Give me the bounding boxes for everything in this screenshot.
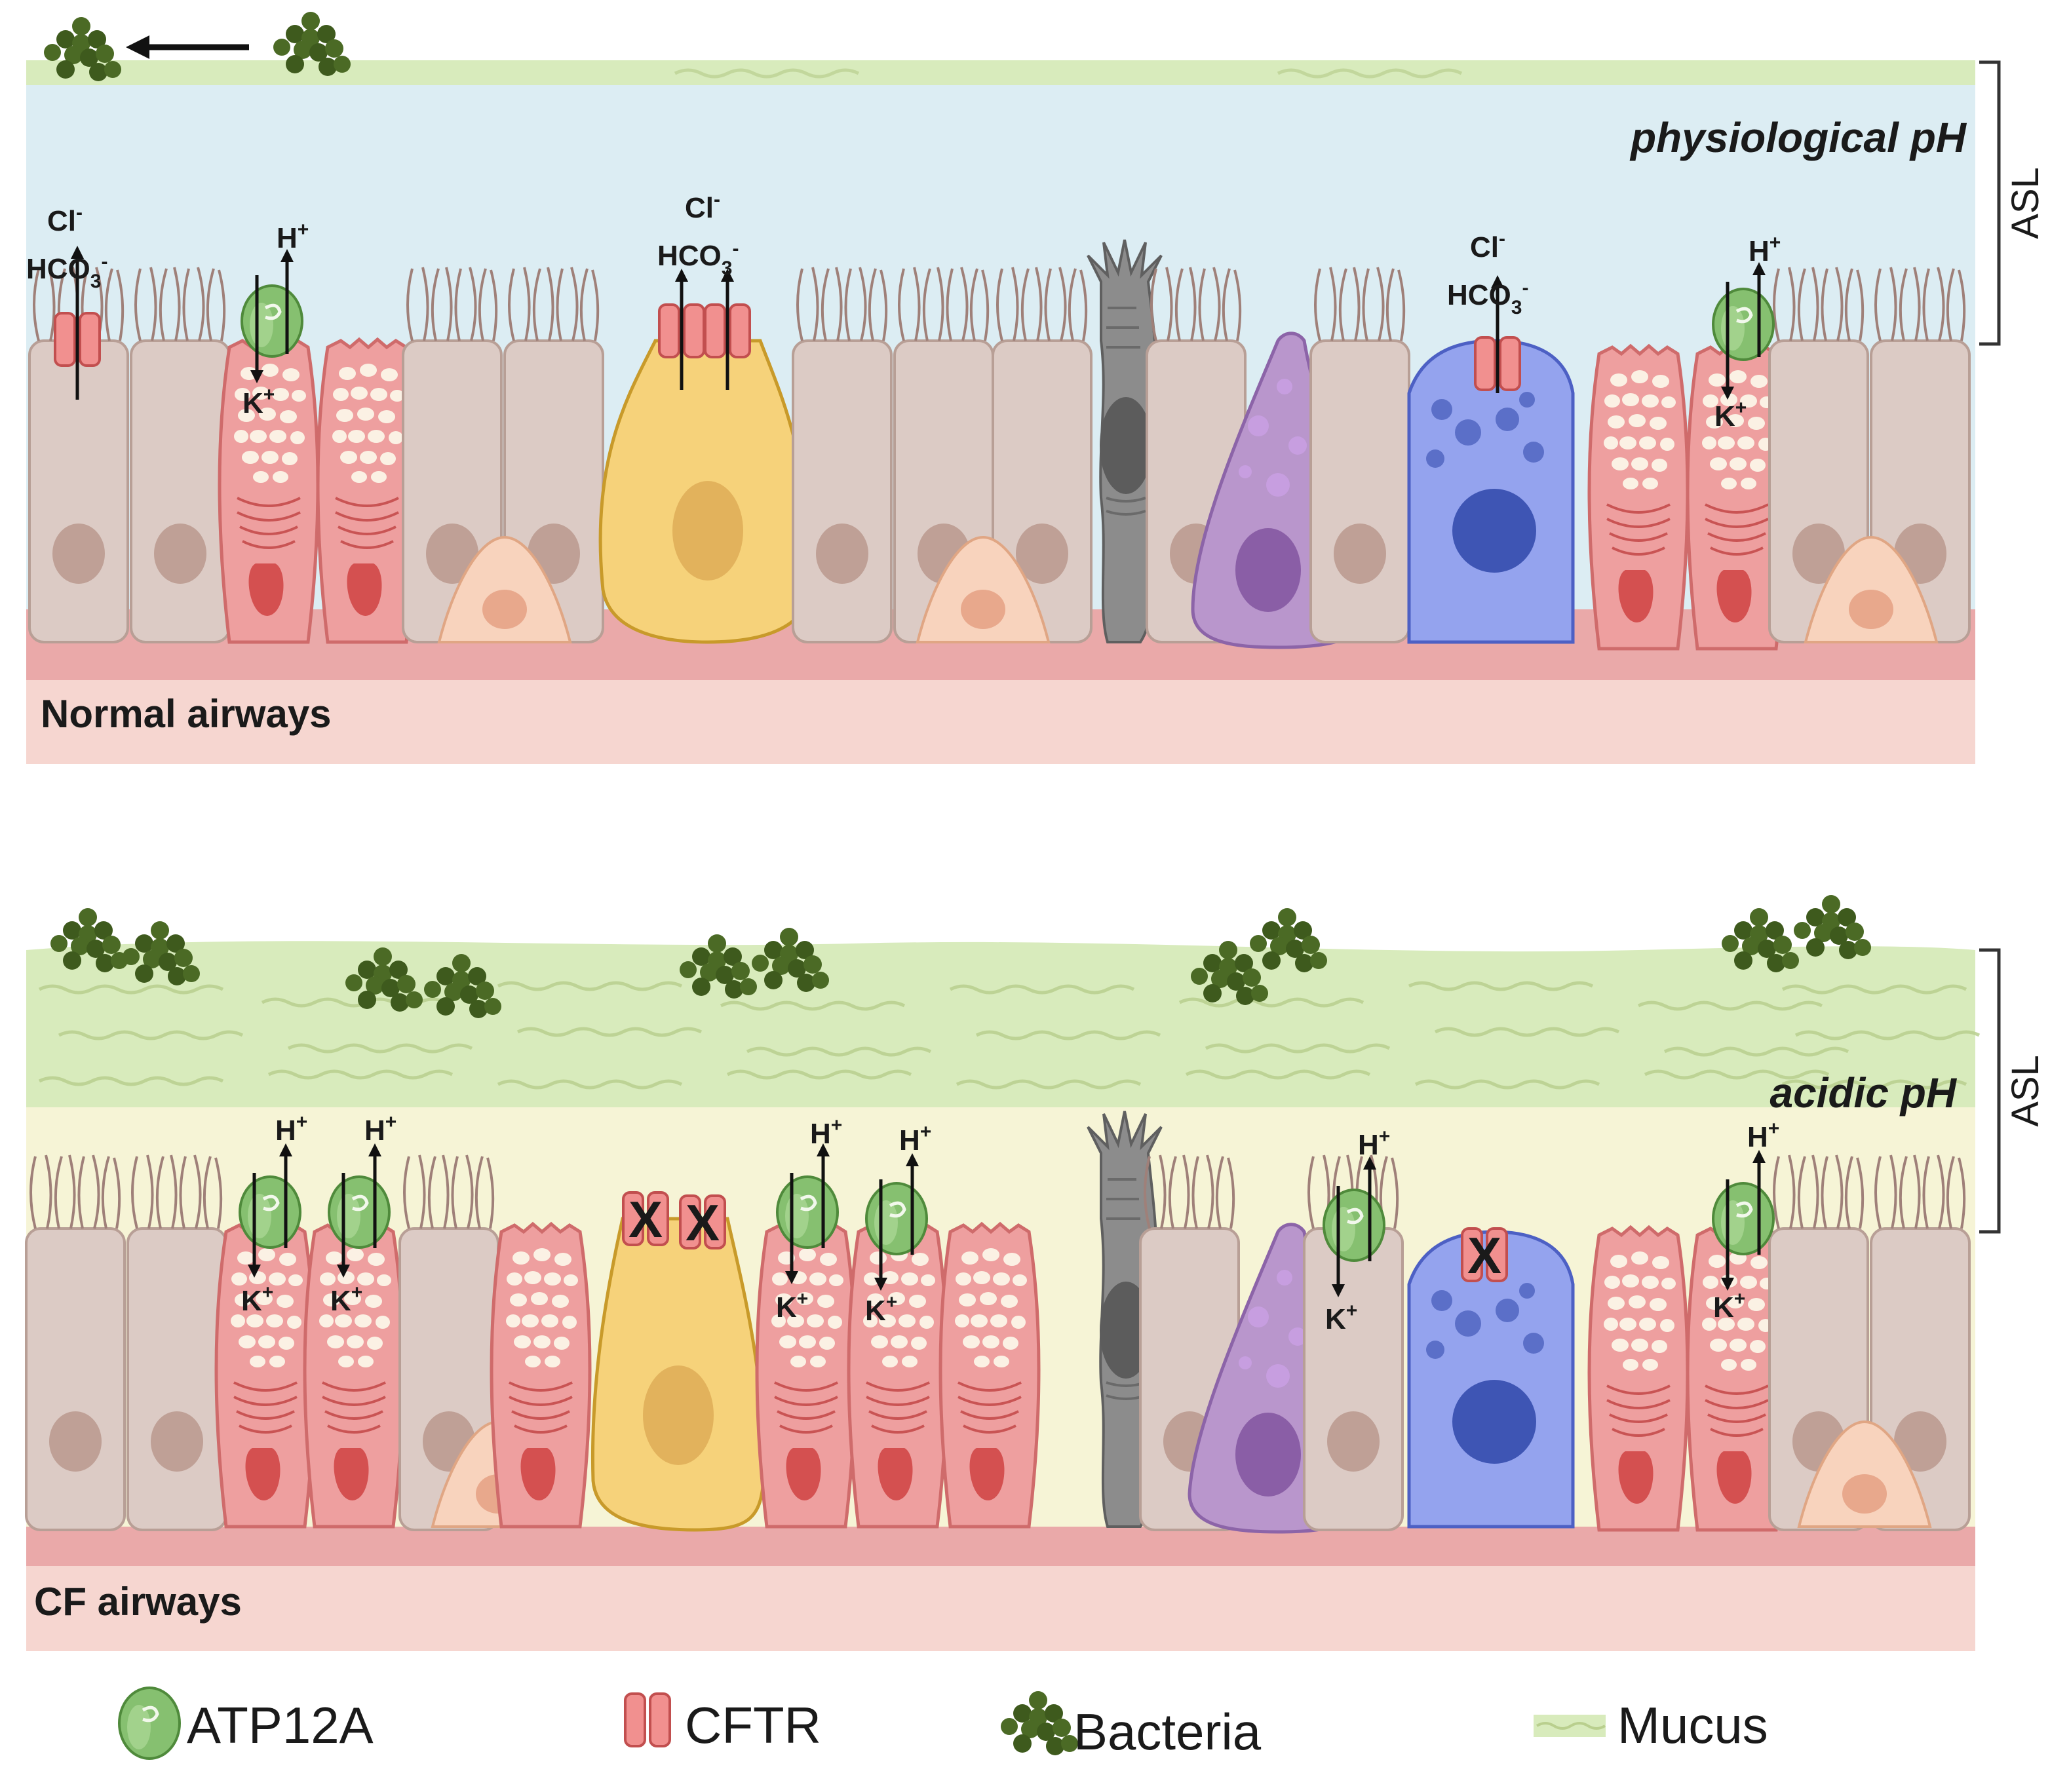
atp12a-pump [329, 1177, 389, 1248]
ion-label-h: H+ [899, 1121, 931, 1156]
goblet-cell [757, 1224, 855, 1527]
asl-label-cf: ASL [2004, 1055, 2047, 1127]
asl-bracket-cf [1979, 948, 2001, 1234]
cf-panel: X X X H+ K+ H+ [25, 895, 2047, 1651]
ion-label-k: K+ [241, 1282, 273, 1317]
goblet-cell [492, 1224, 590, 1527]
legend: ATP12A CFTR Bacteria Mucus [119, 1688, 1768, 1761]
ion-label-h: H+ [364, 1111, 396, 1147]
atp12a-pump [1713, 1183, 1773, 1254]
submucosa [26, 1566, 1975, 1651]
ion-label-hco3: HCO3- [1447, 277, 1528, 318]
ion-label-k: K+ [1325, 1300, 1357, 1335]
atp12a-pump [777, 1177, 838, 1248]
cftr-icon [624, 1692, 671, 1747]
panel-title-cf: CF airways [34, 1580, 242, 1624]
goblet-cell [1589, 346, 1688, 649]
ion-label-k: K+ [242, 384, 275, 419]
club-cell [1407, 339, 1575, 644]
ion-label-k: K+ [330, 1282, 362, 1317]
legend-atp12a: ATP12A [119, 1688, 374, 1759]
mucus-layer-cf [26, 941, 1975, 1107]
ion-label-k: K+ [1714, 397, 1747, 432]
cftr-defect-mark: X [629, 1191, 663, 1248]
basement-membrane [26, 1527, 1975, 1566]
atp12a-pump [242, 286, 302, 356]
legend-cftr: CFTR [624, 1692, 821, 1754]
legend-mucus-label: Mucus [1617, 1696, 1768, 1754]
mucus-layer-normal [26, 60, 1975, 85]
atp12a-icon [119, 1688, 180, 1759]
ion-label-k: K+ [776, 1288, 808, 1324]
asl-label-normal: ASL [2004, 167, 2047, 239]
ion-label-h: H+ [275, 1111, 307, 1147]
atp12a-pump [866, 1183, 927, 1254]
asl-bracket-normal [1979, 60, 2001, 346]
ion-label-k: K+ [865, 1291, 897, 1327]
atp12a-pump [240, 1177, 300, 1248]
ion-label-h: H+ [1358, 1126, 1390, 1161]
ph-label-normal: physiological pH [1629, 114, 1967, 161]
cftr-defect-mark: X [686, 1194, 720, 1251]
legend-bacteria: Bacteria [1001, 1691, 1262, 1761]
submucosa [26, 680, 1975, 764]
ion-label-h: H+ [810, 1115, 842, 1150]
club-cell [1407, 1230, 1575, 1529]
ion-label-hco3: HCO3- [26, 251, 107, 292]
ion-label-cl: Cl- [1470, 228, 1505, 263]
bacteria-icon [1001, 1691, 1078, 1755]
ion-label-h: H+ [1747, 1118, 1779, 1153]
atp12a-pump [1713, 289, 1773, 360]
ion-label-hco3: HCO3- [657, 238, 739, 279]
normal-panel: Cl- HCO3- Cl- HCO3- Cl- HCO3- H+ K+ H+ K… [26, 12, 2047, 764]
ion-label-cl: Cl- [47, 202, 83, 237]
ion-label-h: H+ [1749, 232, 1781, 267]
goblet-cell [318, 339, 416, 642]
legend-cftr-label: CFTR [685, 1696, 821, 1754]
goblet-cell [849, 1224, 947, 1527]
panel-title-normal: Normal airways [41, 692, 332, 736]
legend-mucus: Mucus [1534, 1696, 1768, 1754]
atp12a-pump [1324, 1190, 1384, 1261]
legend-atp12a-label: ATP12A [187, 1696, 374, 1754]
legend-bacteria-label: Bacteria [1073, 1703, 1262, 1761]
goblet-cell [305, 1224, 403, 1527]
ph-label-cf: acidic pH [1770, 1069, 1957, 1116]
goblet-cell [1589, 1227, 1688, 1530]
goblet-cell [940, 1224, 1039, 1527]
ion-label-k: K+ [1713, 1288, 1745, 1324]
goblet-cell [216, 1224, 315, 1527]
ion-label-cl: Cl- [685, 189, 720, 224]
ion-label-h: H+ [277, 219, 309, 254]
cftr-defect-mark: X [1467, 1227, 1501, 1284]
